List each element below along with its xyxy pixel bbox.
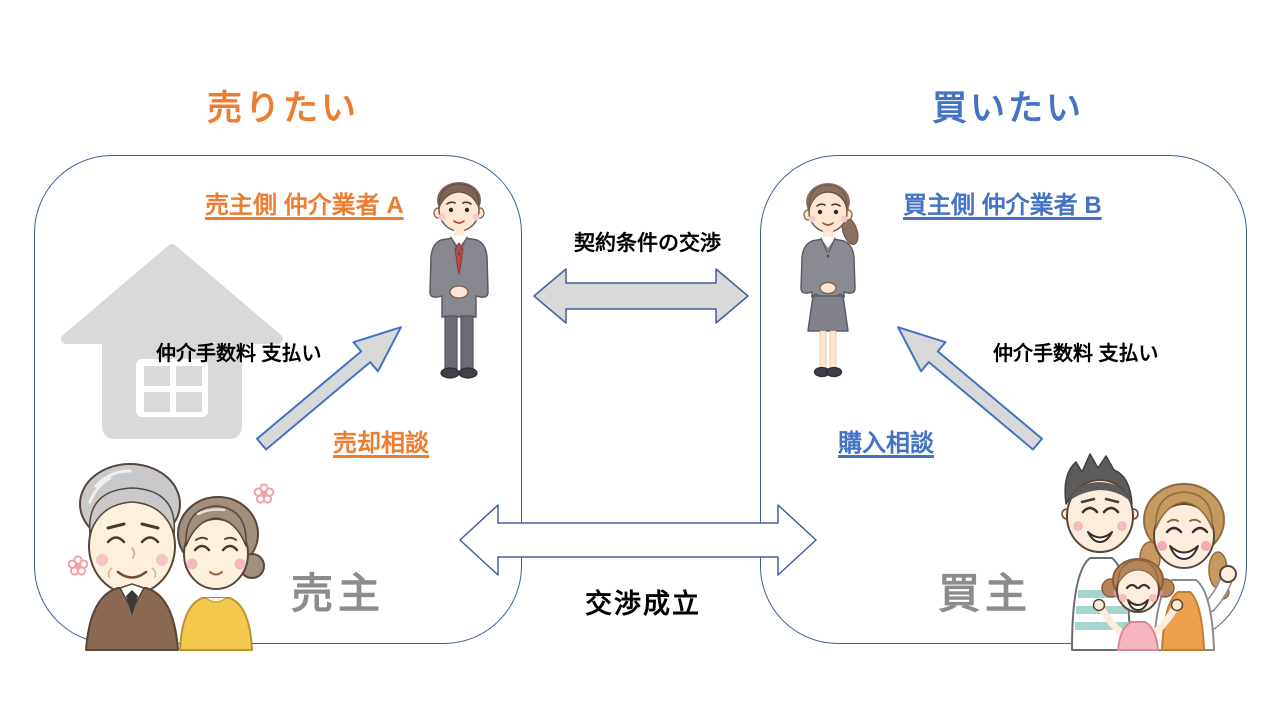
seller-fee-label: 仲介手数料 支払い: [156, 343, 322, 365]
buyer-want-title: 買いたい: [932, 89, 1085, 128]
deal-double-arrow-icon: [459, 504, 817, 576]
family-illustration: [1061, 453, 1237, 651]
deal-label: 交渉成立: [585, 589, 701, 619]
buyer-broker-label: 買主側 仲介業者 B: [903, 192, 1102, 219]
buyer-fee-arrow-icon: [879, 305, 1055, 464]
seller-want-title: 売りたい: [207, 89, 360, 128]
house-icon: [61, 244, 283, 439]
female-broker-illustration: [800, 183, 859, 378]
seller-group-box: [34, 155, 522, 644]
buyer-group-box: [760, 155, 1247, 644]
seller-fee-arrow-icon: [244, 305, 420, 464]
male-broker-illustration: [429, 182, 489, 379]
buy-consult-label: 購入相談: [838, 430, 934, 457]
negotiation-label: 契約条件の交渉: [574, 232, 721, 255]
sell-consult-label: 売却相談: [333, 430, 429, 457]
flower-decor: [67, 483, 275, 576]
negotiation-double-arrow-icon: [533, 268, 749, 324]
buyer-fee-label: 仲介手数料 支払い: [993, 343, 1159, 365]
seller-broker-label: 売主側 仲介業者 A: [205, 192, 404, 219]
buyer-role-label: 買主: [938, 570, 1033, 617]
seller-role-label: 売主: [291, 570, 386, 617]
elderly-couple-illustration: [67, 463, 275, 651]
